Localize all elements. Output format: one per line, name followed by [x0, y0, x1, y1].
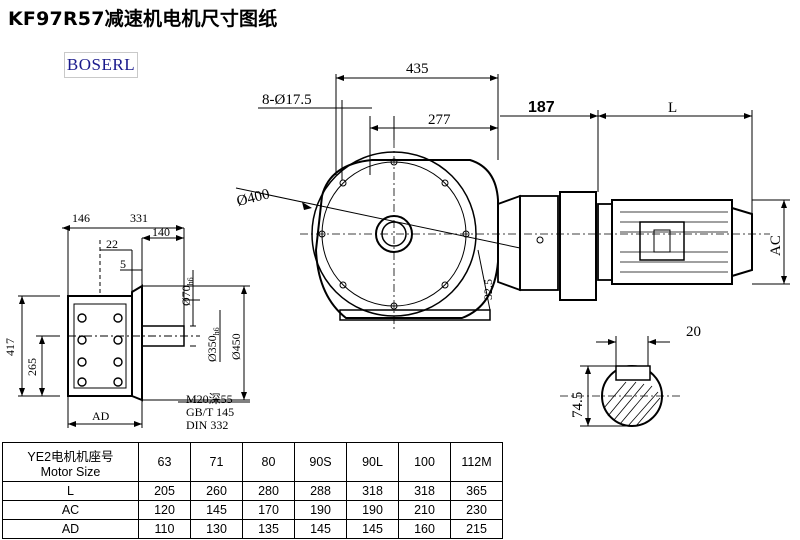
- dim-phi70: Ø70h6: [179, 277, 195, 306]
- table-cell: 280: [242, 481, 295, 501]
- size-cell: 90L: [346, 442, 399, 482]
- dim-phi400: Ø400: [235, 186, 271, 210]
- table-cell: 110: [138, 519, 191, 539]
- dim-bolt-holes: 8-Ø17.5: [262, 92, 312, 108]
- shaft-arrows: [585, 339, 656, 426]
- table-row: AD 110 130 135 145 145 160 215: [2, 519, 503, 539]
- dim-phi450: Ø450: [229, 333, 243, 360]
- table-cell: 190: [294, 500, 347, 520]
- table-cell: 170: [242, 500, 295, 520]
- side-housing-inner: [73, 303, 127, 389]
- row-label: AD: [2, 519, 139, 539]
- table-cell: 318: [346, 481, 399, 501]
- front-view: [235, 74, 790, 330]
- table-cell: 145: [294, 519, 347, 539]
- table-cell: 120: [138, 500, 191, 520]
- technical-drawing: 146 331 140 22 5 417 265 AD Ø70h6 Ø350h6…: [3, 61, 790, 432]
- brand-logo: BOSERL: [64, 52, 138, 78]
- table-cell: 230: [450, 500, 503, 520]
- dim-187: 187: [528, 99, 555, 116]
- dim-22: 22: [106, 237, 118, 251]
- dim-phi350: Ø350h6: [205, 327, 221, 362]
- front-arrows: [302, 75, 787, 284]
- dim-5: 5: [120, 257, 126, 271]
- shaft-section: [560, 336, 680, 427]
- dim-435: 435: [406, 61, 429, 77]
- page-title: KF97R57减速机电机尺寸图纸: [8, 8, 278, 30]
- header-label-line2: Motor Size: [40, 464, 101, 479]
- front-housing: [314, 159, 499, 319]
- thread-note-3: DIN 332: [186, 418, 228, 432]
- table-header-row: YE2电机机座号 Motor Size 63 71 80 90S 90L 100…: [2, 442, 503, 482]
- side-arrows: [19, 225, 247, 427]
- size-cell: 71: [190, 442, 243, 482]
- size-cell: 90S: [294, 442, 347, 482]
- row-label: AC: [2, 500, 139, 520]
- table-cell: 365: [450, 481, 503, 501]
- size-cell: 80: [242, 442, 295, 482]
- size-cell: 100: [398, 442, 451, 482]
- size-cell: 63: [138, 442, 191, 482]
- table-cell: 160: [398, 519, 451, 539]
- table-cell: 130: [190, 519, 243, 539]
- table-cell: 145: [346, 519, 399, 539]
- terminal-box: [639, 221, 685, 261]
- thread-note-1: M20深55: [186, 392, 233, 406]
- motor-size-table: YE2电机机座号 Motor Size 63 71 80 90S 90L 100…: [2, 442, 503, 539]
- table-cell: 215: [450, 519, 503, 539]
- table-cell: 205: [138, 481, 191, 501]
- side-flange: [131, 284, 143, 402]
- dim-146: 146: [72, 211, 90, 225]
- header-label-line1: YE2电机机座号: [27, 449, 114, 464]
- motor-body: [611, 199, 733, 285]
- dim-277: 277: [428, 112, 451, 128]
- table-cell: 190: [346, 500, 399, 520]
- dim-ac: AC: [768, 235, 784, 256]
- dim-140: 140: [152, 225, 170, 239]
- table-cell: 135: [242, 519, 295, 539]
- table-cell: 318: [398, 481, 451, 501]
- table-row: AC 120 145 170 190 190 210 230: [2, 500, 503, 520]
- hatching: [603, 381, 661, 427]
- table-cell: 288: [294, 481, 347, 501]
- motor-fins: [620, 211, 728, 273]
- dim-key-width: 20: [686, 324, 701, 340]
- thread-note-2: GB/T 145: [186, 405, 234, 419]
- table-cell: 210: [398, 500, 451, 520]
- size-cell: 112M: [450, 442, 503, 482]
- table-cell: 260: [190, 481, 243, 501]
- row-label: L: [2, 481, 139, 501]
- side-view: [18, 227, 250, 428]
- table-cell: 145: [190, 500, 243, 520]
- table-row: L 205 260 280 288 318 318 365: [2, 481, 503, 501]
- keyway: [615, 365, 651, 381]
- dim-l: L: [668, 100, 677, 116]
- dim-32-5: 32.5: [481, 279, 495, 300]
- dim-331: 331: [130, 211, 148, 225]
- dim-265: 265: [25, 358, 39, 376]
- table-header-label: YE2电机机座号 Motor Size: [2, 442, 139, 482]
- dim-ad: AD: [92, 409, 110, 423]
- dim-shaft-height: 74.5: [570, 392, 586, 418]
- dim-417: 417: [3, 338, 17, 356]
- side-bolts: [77, 313, 123, 387]
